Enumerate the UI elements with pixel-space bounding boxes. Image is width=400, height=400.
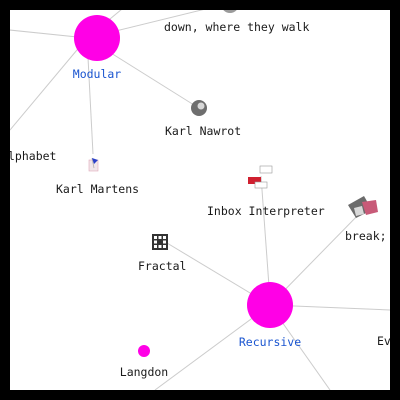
inbox-thumbnail-icon xyxy=(259,165,273,174)
graph-canvas[interactable]: Modular down, where they walk Karl Nawro… xyxy=(10,10,390,390)
node-label-langdon[interactable]: Langdon xyxy=(120,365,168,379)
node-down-where-they-walk[interactable]: down, where they walk xyxy=(164,10,309,34)
node-karl-nawrot[interactable]: Karl Nawrot xyxy=(165,100,241,138)
avatar-face-icon xyxy=(197,102,205,110)
node-label-karl-martens[interactable]: Karl Martens xyxy=(56,182,139,196)
recursive-hub-circle[interactable] xyxy=(247,282,293,328)
fractal-grid-cell xyxy=(163,240,166,244)
inbox-thumbnail-icon-small xyxy=(254,181,268,189)
langdon-dot[interactable] xyxy=(138,345,150,357)
node-label-modular[interactable]: Modular xyxy=(73,67,122,81)
node-label-ev[interactable]: Ev xyxy=(377,334,390,348)
node-karl-martens[interactable]: Karl Martens xyxy=(56,157,139,196)
fractal-grid-cell xyxy=(154,245,157,248)
node-label-down-where-they-walk[interactable]: down, where they walk xyxy=(164,20,309,34)
node-langdon[interactable]: Langdon xyxy=(120,345,168,379)
inbox-thumbnail-icon-red xyxy=(248,177,261,184)
node-recursive[interactable]: Recursive xyxy=(239,282,301,349)
fractal-grid-cell xyxy=(154,236,157,239)
node-label-break[interactable]: break; xyxy=(345,229,387,243)
node-break[interactable]: break; xyxy=(345,196,387,243)
collage-thumbnail-icon-light xyxy=(354,206,364,216)
node-inbox-interpreter[interactable]: Inbox Interpreter xyxy=(207,165,325,218)
graph-edge xyxy=(10,37,88,131)
grey-thumbnail-icon xyxy=(223,10,237,13)
fractal-grid-cell xyxy=(163,245,166,248)
node-label-inbox-interpreter[interactable]: Inbox Interpreter xyxy=(207,204,325,218)
fractal-grid-cell xyxy=(154,240,157,244)
graph-edge xyxy=(154,304,271,390)
graph-edges xyxy=(10,10,390,390)
flag-icon xyxy=(92,158,98,164)
node-fractal[interactable]: Fractal xyxy=(138,234,186,273)
flag-pole-icon xyxy=(91,157,95,169)
graph-edge xyxy=(10,29,88,39)
fractal-grid-cell xyxy=(158,245,162,248)
graph-nodes[interactable]: Modular down, where they walk Karl Nawro… xyxy=(10,10,390,379)
node-ev[interactable]: Ev xyxy=(377,334,390,348)
node-modular[interactable]: Modular xyxy=(73,15,122,81)
fractal-grid-cell xyxy=(158,236,162,239)
collage-thumbnail-icon-pink xyxy=(362,200,378,215)
network-graph[interactable]: Modular down, where they walk Karl Nawro… xyxy=(10,10,390,390)
fractal-grid-cell xyxy=(163,236,166,239)
modular-hub-circle[interactable] xyxy=(74,15,120,61)
node-label-recursive[interactable]: Recursive xyxy=(239,335,301,349)
graph-edge xyxy=(260,175,271,301)
node-label-fractal[interactable]: Fractal xyxy=(138,259,186,273)
node-label-alphabet[interactable]: lphabet xyxy=(10,149,56,163)
node-alphabet[interactable]: lphabet xyxy=(10,149,56,163)
node-label-karl-nawrot[interactable]: Karl Nawrot xyxy=(165,124,241,138)
